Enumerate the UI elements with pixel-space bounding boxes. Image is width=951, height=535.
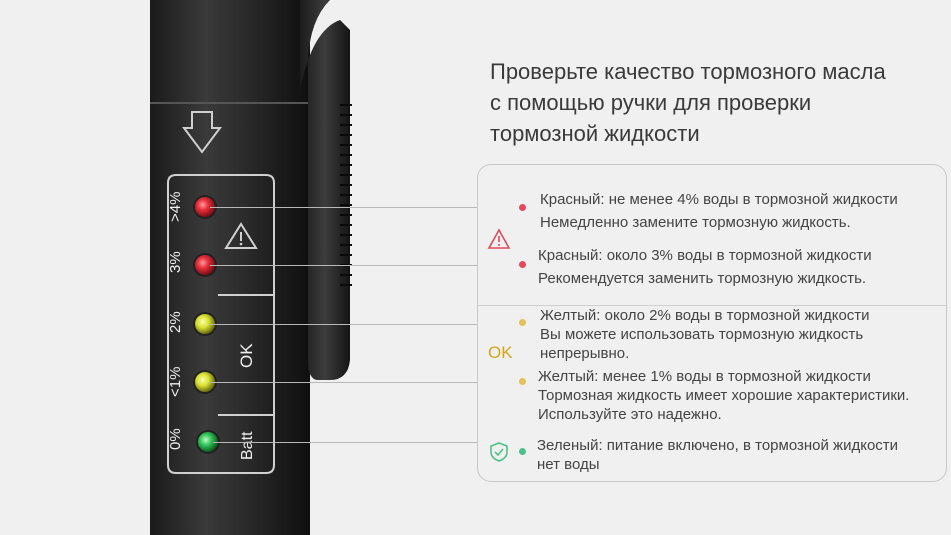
shield-check-icon (490, 442, 508, 462)
pen-clip (300, 0, 350, 380)
pen-label-batt: Batt (239, 431, 256, 460)
down-arrow-icon (182, 111, 222, 154)
pen-label-0pct: 0% (167, 428, 184, 450)
legend-item-yellow-2pct: Желтый: около 2% воды в тормозной жидкос… (540, 306, 870, 363)
legend-item-line: Желтый: около 2% воды в тормозной жидкос… (540, 307, 870, 324)
headline: Проверьте качество тормозного масла с по… (490, 56, 930, 149)
legend-item-red-3pct: Красный: около 3% воды в тормозной жидко… (538, 246, 872, 288)
pen-label-4pct: >4% (167, 192, 184, 222)
legend-item-line: Немедленно замените тормозную жидкость. (540, 214, 851, 231)
legend-item-line: непрерывно. (540, 345, 630, 362)
pen-label-ok: OK (237, 343, 256, 368)
legend-item-line: Тормозная жидкость имеет хорошие характе… (538, 387, 910, 404)
legend-card (477, 164, 947, 482)
ok-category-label: OK (488, 343, 513, 362)
headline-line-3: тормозной жидкости (490, 121, 700, 146)
legend-item-line: Вы можете использовать тормозную жидкост… (540, 326, 864, 343)
leader-line-4pct (210, 207, 478, 208)
pen-label-2pct: 2% (167, 311, 184, 333)
legend-dot-yellow-1pct (519, 378, 526, 385)
warning-triangle-icon (487, 228, 511, 249)
legend-item-line: Красный: около 3% воды в тормозной жидко… (538, 247, 872, 264)
headline-line-2: с помощью ручки для проверки (490, 90, 812, 115)
legend-item-green-0pct: Зеленый: питание включено, в тормозной ж… (537, 436, 898, 474)
legend-dot-red-3pct (519, 261, 526, 268)
warning-icon (224, 222, 258, 249)
pen-label-1pct: <1% (167, 367, 184, 397)
headline-line-1: Проверьте качество тормозного масла (490, 59, 886, 84)
legend-item-line: Желтый: менее 1% воды в тормозной жидкос… (538, 368, 871, 385)
brake-fluid-tester-pen: >4% 3% 2% <1% 0% OK Batt (150, 0, 352, 535)
legend-item-red-4pct: Красный: не менее 4% воды в тормозной жи… (540, 190, 898, 232)
leader-line-3pct (210, 265, 478, 266)
legend-item-line: Красный: не менее 4% воды в тормозной жи… (540, 191, 898, 208)
legend-item-line: нет воды (537, 456, 600, 473)
leader-line-2pct (210, 324, 478, 325)
leader-line-0pct (213, 442, 478, 443)
legend-item-yellow-1pct: Желтый: менее 1% воды в тормозной жидкос… (538, 367, 909, 424)
legend-item-line: Зеленый: питание включено, в тормозной ж… (537, 437, 899, 454)
pen-body (150, 0, 310, 535)
legend-divider (478, 305, 946, 306)
legend-item-line: Используйте это надежно. (538, 406, 722, 423)
legend-dot-red-4pct (519, 204, 526, 211)
legend-item-line: Рекомендуется заменить тормозную жидкост… (538, 270, 867, 287)
leader-line-1pct (210, 382, 478, 383)
legend-dot-yellow-2pct (519, 319, 526, 326)
legend-dot-green-0pct (519, 448, 526, 455)
pen-label-3pct: 3% (167, 251, 184, 273)
